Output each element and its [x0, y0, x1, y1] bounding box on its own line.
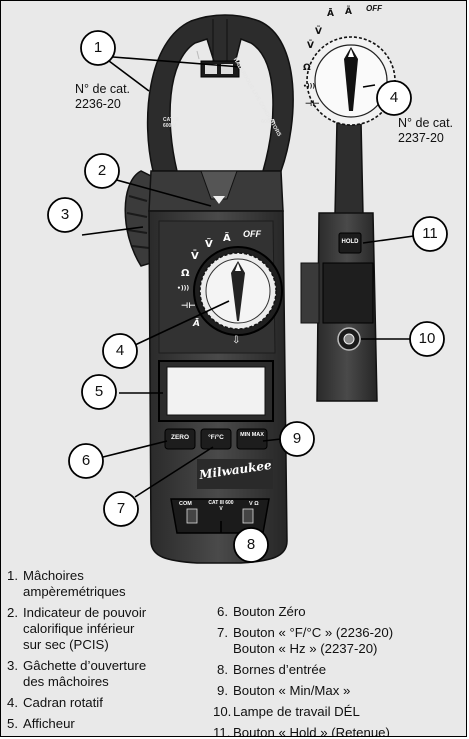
zero-button	[164, 428, 196, 450]
small-dial-cap: ⊣⊢	[305, 99, 320, 108]
callout-1: 1	[93, 39, 103, 56]
small-dial-cont: •)))	[303, 83, 316, 90]
legend-item-9: 9. Bouton « Min/Max »	[213, 683, 466, 699]
dial-2237	[306, 36, 396, 126]
legend-text: Indicateur de pouvoir	[23, 605, 147, 620]
legend-text: des mâchoires	[23, 674, 109, 689]
legend-text: Bouton « °F/°C » (2236-20)	[233, 625, 394, 640]
legend-item-11: 11. Bouton « Hold » (Retenue)	[213, 725, 466, 737]
legend-text: Mâchoires	[23, 568, 84, 583]
catalog-left: N° de cat. 2236-20	[75, 82, 130, 112]
catalog-left-line2: 2236-20	[75, 97, 121, 111]
legend-num: 4.	[7, 695, 18, 710]
temp-button	[200, 428, 232, 450]
dial-a-dc-label: Ā	[193, 319, 200, 329]
dial-v-ac-label: Ṽ	[205, 239, 213, 250]
minmax-button	[236, 428, 268, 450]
small-dial-a-dc: Ā	[327, 9, 334, 19]
legend-num: 2.	[7, 605, 18, 620]
temp-button-label: °F/°C	[208, 434, 224, 441]
jaw-right-label: 600 A	[261, 119, 276, 125]
legend-num: 11.	[213, 725, 231, 737]
side-view	[300, 120, 378, 402]
legend-num: 7.	[217, 625, 228, 640]
callout-6: 6	[81, 452, 91, 469]
legend-item-8: 8. Bornes d’entrée	[213, 662, 466, 678]
legend-item-10: 10. Lampe de travail DÉL	[213, 704, 466, 720]
dial-temp-label: ⇩	[232, 335, 241, 346]
dial-ohm-label: Ω	[181, 268, 190, 279]
zero-button-label: ZERO	[170, 434, 190, 441]
legend-text: Afficheur	[23, 716, 75, 731]
legend-item-2: 2. Indicateur de pouvoir calorifique inf…	[5, 605, 215, 653]
catalog-left-line1: N° de cat.	[75, 82, 131, 96]
terminal-cat-label: CAT III 600 V	[208, 500, 234, 512]
minmax-button-label: MIN MAX	[240, 432, 264, 438]
jaw-trigger	[124, 170, 152, 267]
clamp-jaws	[146, 14, 294, 172]
terminal-com-label: COM	[179, 501, 192, 507]
small-dial-v-ac: Ṽ	[315, 27, 322, 37]
legend-text: Bouton « Hz » (2237-20)	[233, 641, 378, 656]
small-dial-off: OFF	[366, 4, 382, 13]
callout-4: 4	[115, 342, 125, 359]
terminal-va-label: V Ω	[249, 501, 259, 507]
hold-button	[338, 232, 362, 254]
small-dial-a-ac: Ã	[345, 7, 352, 17]
callout-circles	[47, 30, 448, 563]
legend-text: Cadran rotatif	[23, 695, 103, 710]
legend-text: Bouton Zéro	[233, 604, 306, 619]
legend-text: Bouton « Hold » (Retenue)	[233, 725, 390, 737]
legend-item-6: 6. Bouton Zéro	[213, 604, 466, 620]
callout-10: 10	[418, 330, 436, 347]
catalog-right: N° de cat. 2237-20	[398, 116, 453, 146]
leader-lines	[81, 56, 422, 533]
dial-cap-label: ⊣⊢	[181, 301, 196, 310]
legend-item-5: 5. Afficheur	[5, 716, 215, 732]
callout-8: 8	[246, 536, 256, 553]
dial-v-dc-label: V̄	[191, 251, 199, 262]
small-dial-v-dc: V̄	[307, 41, 314, 51]
dial-a-ac-label: Ã	[223, 233, 231, 244]
legend-num: 6.	[217, 604, 228, 619]
legend-item-4: 4. Cadran rotatif	[5, 695, 215, 711]
hold-button-label: HOLD	[341, 239, 359, 245]
legend-text: ampèremétriques	[23, 584, 126, 599]
legend-left: 1. Mâchoires ampèremétriques 2. Indicate…	[5, 568, 215, 732]
legend-text: Gâchette d’ouverture	[23, 658, 147, 673]
legend-num: 9.	[217, 683, 228, 698]
callout-5: 5	[94, 383, 104, 400]
legend-item-3: 3. Gâchette d’ouverture des mâchoires	[5, 658, 215, 690]
callout-2: 2	[97, 162, 107, 179]
legend-text: Bouton « Min/Max »	[233, 683, 351, 698]
legend-text: Lampe de travail DÉL	[233, 704, 360, 719]
dial-off-label: OFF	[243, 229, 261, 239]
callout-11: 11	[422, 225, 438, 242]
legend-num: 10.	[213, 704, 232, 719]
legend-num: 8.	[217, 662, 228, 677]
catalog-right-line2: 2237-20	[398, 131, 444, 145]
callout-9: 9	[292, 430, 302, 447]
callout-4-small: 4	[389, 89, 399, 106]
legend-item-1: 1. Mâchoires ampèremétriques	[5, 568, 215, 600]
clamp-meter-front	[124, 14, 294, 564]
legend-num: 5.	[7, 716, 18, 731]
callout-7: 7	[116, 500, 126, 517]
legend-num: 1.	[7, 568, 18, 583]
legend-text: sur sec (PCIS)	[23, 637, 109, 652]
legend-right: 6. Bouton Zéro 7. Bouton « °F/°C » (2236…	[213, 604, 466, 737]
legend-num: 3.	[7, 658, 18, 673]
jaw-left-label: CAT III 600 V	[163, 117, 179, 129]
callout-3: 3	[60, 206, 70, 223]
legend-item-7: 7. Bouton « °F/°C » (2236-20) Bouton « H…	[213, 625, 466, 657]
rotary-dial	[193, 246, 283, 336]
catalog-right-line1: N° de cat.	[398, 116, 454, 130]
dial-cont-label: •)))	[177, 285, 190, 292]
legend-text: Bornes d’entrée	[233, 662, 327, 677]
legend-text: calorifique inférieur	[23, 621, 135, 636]
small-dial-ohm: Ω	[303, 63, 311, 73]
